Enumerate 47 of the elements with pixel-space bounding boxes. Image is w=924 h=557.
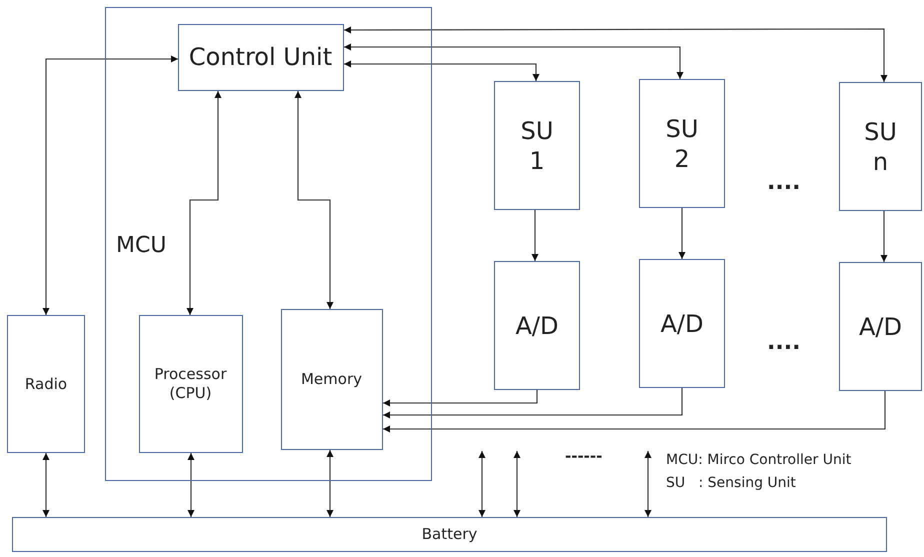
process-box <box>639 259 725 388</box>
arrow <box>42 453 50 517</box>
arrow <box>344 26 888 82</box>
arrow <box>344 44 684 79</box>
process-box <box>280 308 382 450</box>
node-label: SU 1 <box>520 116 554 176</box>
node-label: A/D <box>516 310 558 340</box>
arrow <box>880 211 888 262</box>
ellipsis: ------ <box>565 447 602 465</box>
mcu-container <box>105 7 432 481</box>
arrow <box>344 60 540 81</box>
node-label: A/D <box>859 312 902 342</box>
arrow <box>514 451 520 517</box>
node-label: A/D <box>660 308 704 338</box>
arrow <box>383 390 538 406</box>
process-box <box>138 314 242 452</box>
node-label: Battery <box>422 525 478 544</box>
arrow <box>644 451 652 517</box>
arrow <box>326 450 334 517</box>
process-box <box>178 24 344 90</box>
arrow <box>186 91 222 315</box>
process-box <box>7 315 85 453</box>
arrow <box>188 453 194 517</box>
node-label: Control Unit <box>188 42 332 72</box>
process-box <box>494 261 580 390</box>
process-box <box>839 262 922 391</box>
battery-bar <box>12 517 887 552</box>
process-box <box>494 81 580 210</box>
arrow <box>478 451 486 517</box>
node-label: MCU <box>116 232 166 260</box>
arrow <box>532 210 538 261</box>
arrow <box>383 391 886 432</box>
arrow <box>678 208 686 259</box>
node-label: Memory <box>300 370 362 388</box>
node-label: Processor (CPU) <box>153 364 228 402</box>
ellipsis: .... <box>767 330 800 356</box>
ellipsis: .... <box>767 170 800 196</box>
node-label: SU n <box>863 116 898 176</box>
process-box <box>839 82 922 211</box>
process-box <box>639 79 725 208</box>
node-label: Radio <box>24 374 68 394</box>
arrow <box>42 56 178 315</box>
legend-text: MCU: Mirco Controller Unit <box>666 452 852 469</box>
arrow <box>294 91 334 309</box>
arrow <box>383 388 683 418</box>
node-label: SU 2 <box>664 114 700 174</box>
legend-text: SU : Sensing Unit <box>666 475 796 492</box>
